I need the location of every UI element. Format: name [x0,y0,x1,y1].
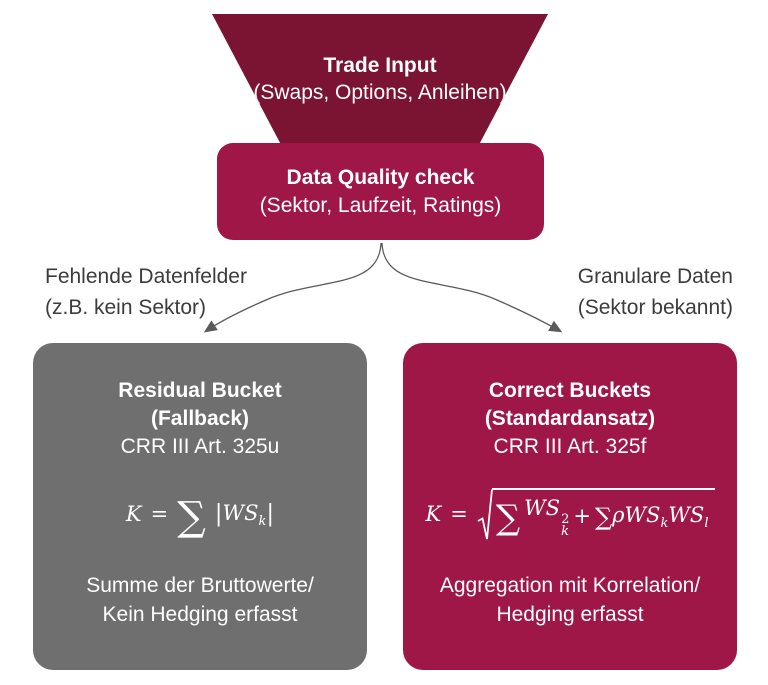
correct-buckets-box: Correct Buckets (Standardansatz) CRR III… [403,343,737,670]
right-branch-label: Granulare Daten (Sektor bekannt) [578,261,733,323]
residual-bucket-box: Residual Bucket (Fallback) CRR III Art. … [33,343,367,670]
residual-bucket-reference: CRR III Art. 325u [120,435,280,458]
sum-symbol: ∑ [177,494,206,540]
correct-buckets-reference: CRR III Art. 325f [493,435,647,458]
residual-bucket-formula: K = ∑ |WSk| [33,485,367,545]
funnel-subtitle: (Swaps, Options, Anleihen) [253,81,507,104]
formula-k: K [125,502,142,527]
quality-check-subtitle: (Sektor, Laufzeit, Ratings) [259,193,502,217]
right-branch-label-line1: Granulare Daten [577,265,733,288]
correct-caption-line1: Aggregation mit Korrelation/ [439,574,701,597]
residual-bucket-subtitle: (Fallback) [150,407,250,430]
right-branch-label-line2: (Sektor bekannt) [577,296,733,319]
data-quality-check-box: Data Quality check (Sektor, Laufzeit, Ra… [217,143,544,240]
formula-k: K [425,502,442,527]
radical-sign [477,489,493,540]
correct-buckets-subtitle: (Standardansatz) [484,407,656,430]
quality-check-title: Data Quality check [286,165,475,189]
abs-ws-k-term: |WSk| [214,500,275,529]
left-branch-label-line2: (z.B. kein Sektor) [45,296,207,319]
arrow-right [381,242,563,333]
formula-plus: + [573,504,591,529]
residual-caption-line2: Kein Hedging erfasst [102,603,298,626]
correct-buckets-caption: Aggregation mit Korrelation/ Hedging erf… [403,571,737,629]
left-branch-label: Fehlende Datenfelder (z.B. kein Sektor) [45,261,247,323]
trade-input-funnel: Trade Input (Swaps, Options, Anleihen) [212,14,548,154]
funnel-title: Trade Input [323,54,437,77]
sum-symbol-large: ∑ [495,498,521,538]
formula-equals: = [150,502,169,527]
left-branch-label-line1: Fehlende Datenfelder [45,265,247,288]
residual-caption-line1: Summe der Bruttowerte/ [86,574,314,597]
formula-equals: = [450,502,468,527]
correct-caption-line2: Hedging erfasst [496,603,644,626]
correlation-term: ∑ρWSkWSl [594,502,709,531]
residual-bucket-caption: Summe der Bruttowerte/ Kein Hedging erfa… [33,571,367,629]
correct-buckets-title: Correct Buckets [488,379,652,402]
residual-bucket-title: Residual Bucket [118,379,282,402]
